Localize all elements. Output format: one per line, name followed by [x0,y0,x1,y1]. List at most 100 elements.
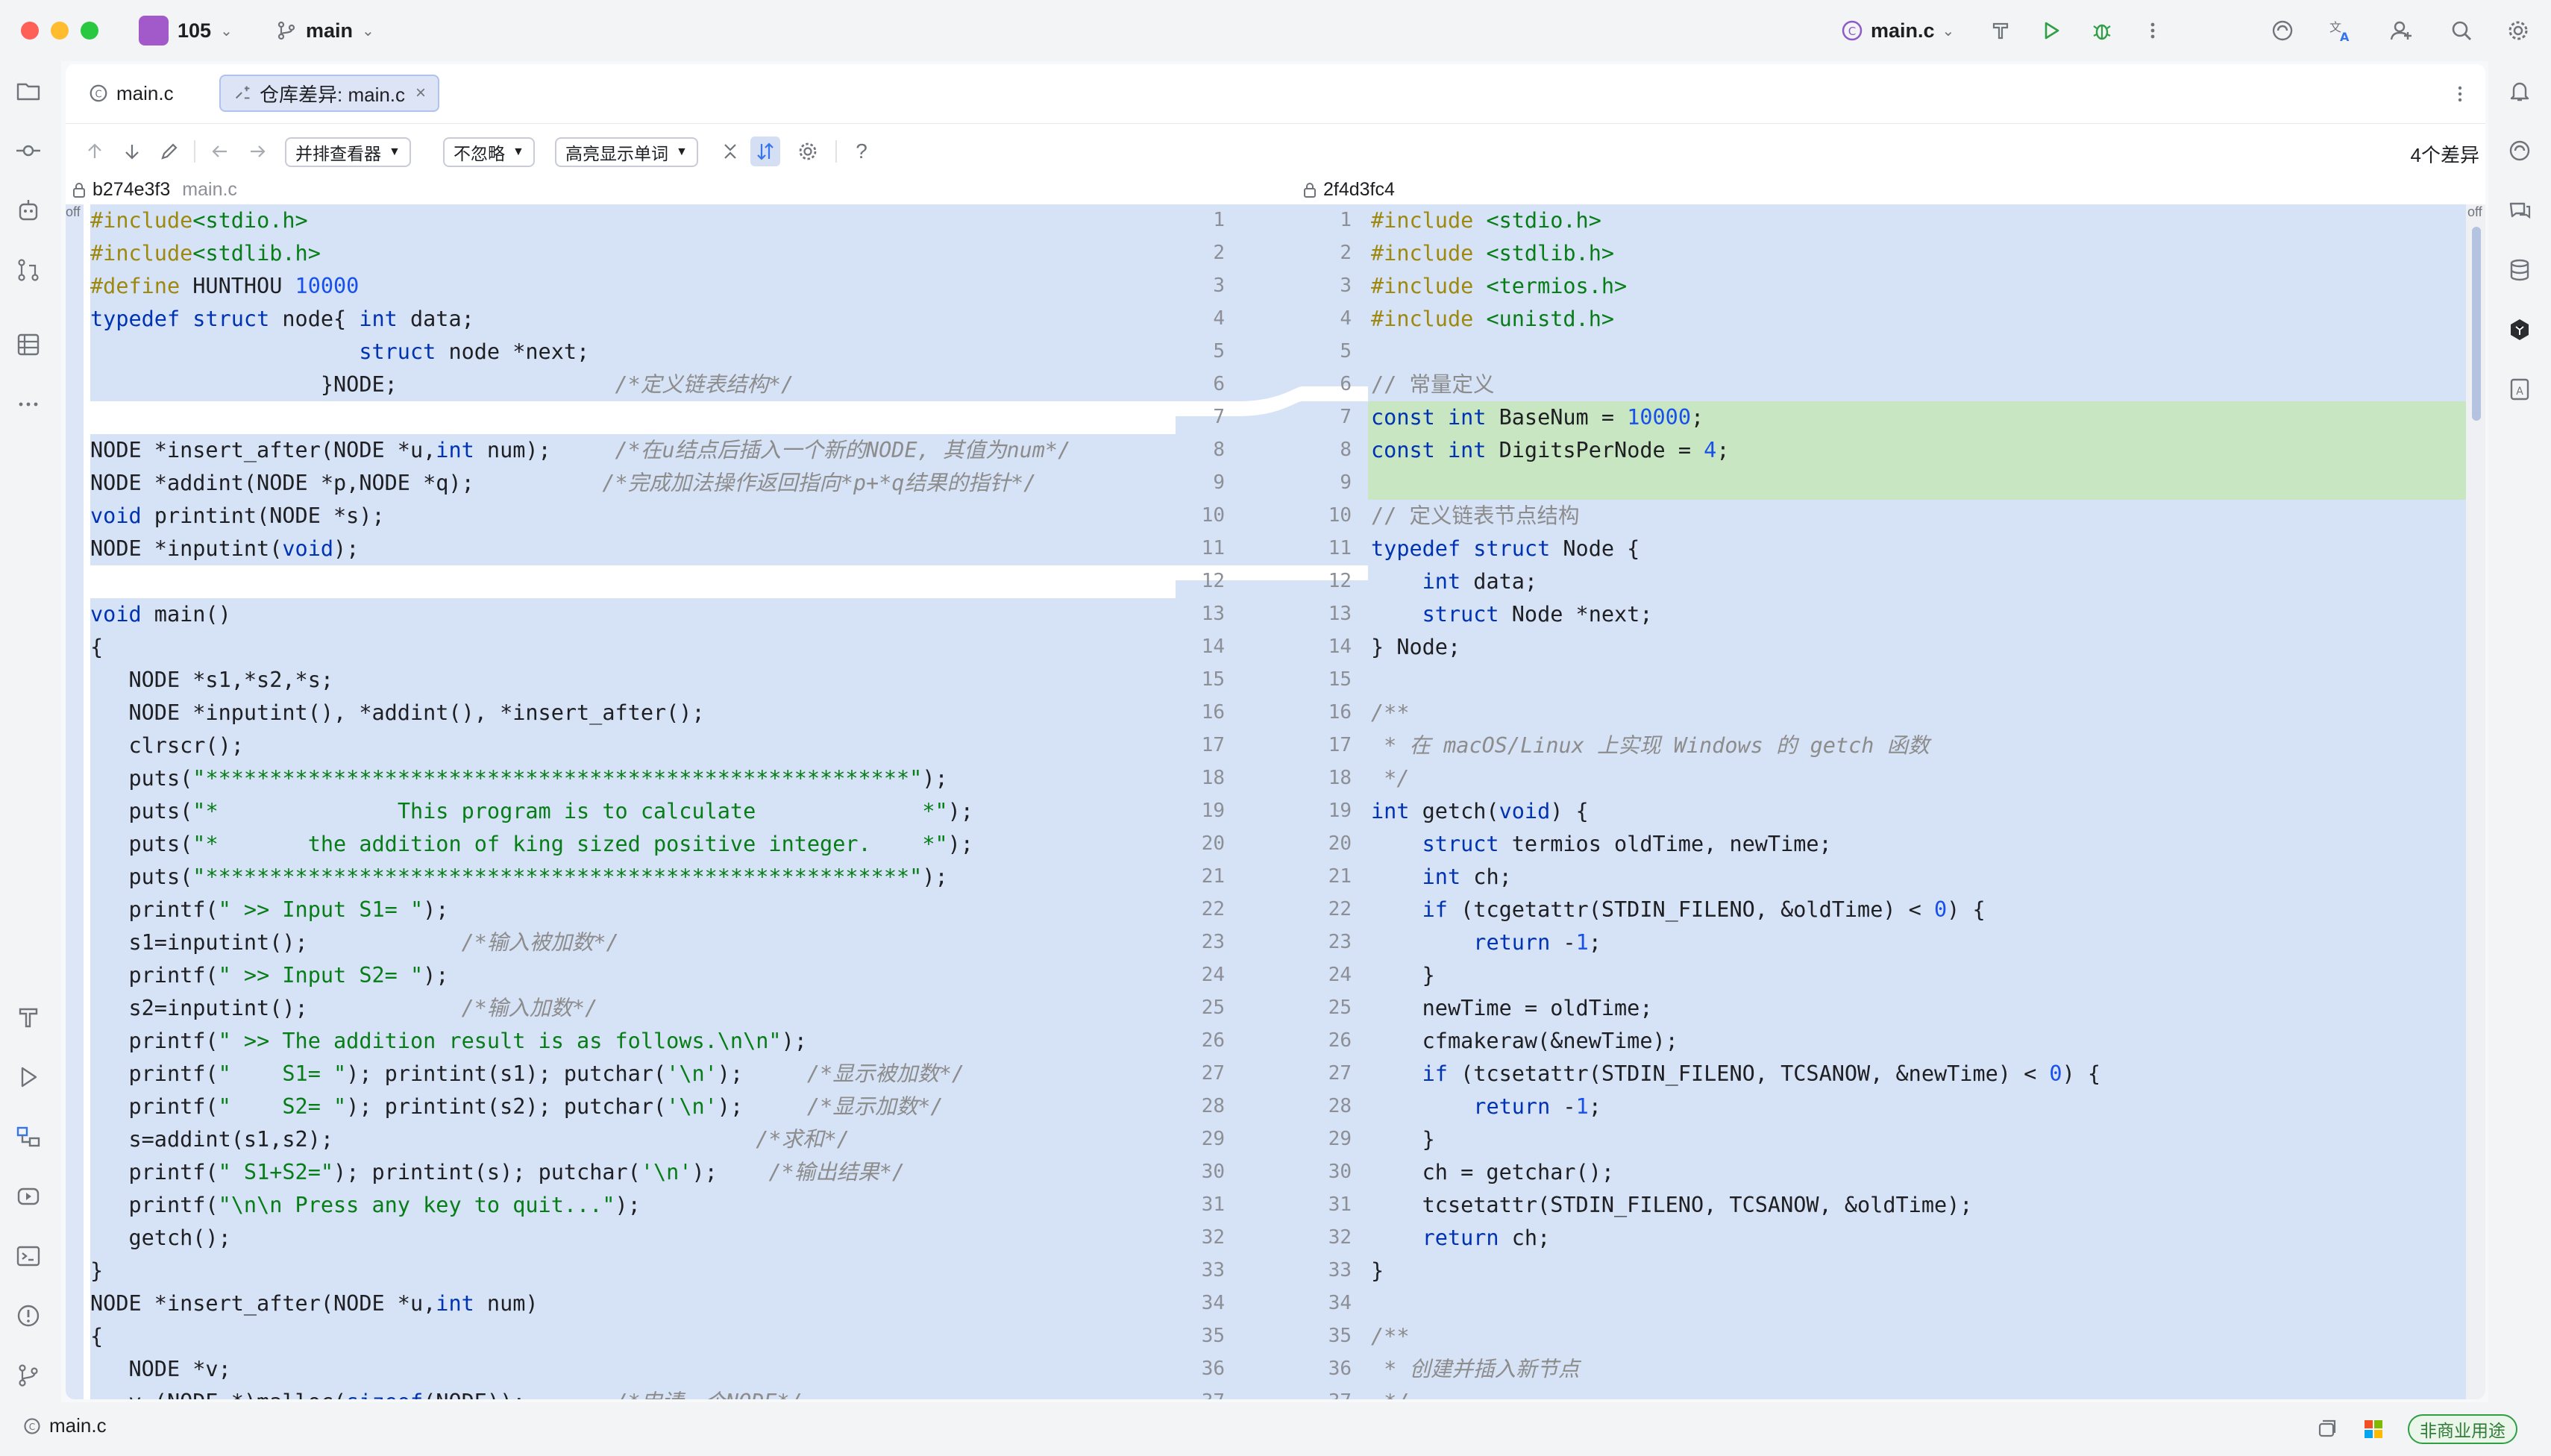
code-text: NODE *inputint(void); [90,536,360,561]
left-line-number: 35 [1201,1325,1225,1347]
edit-pencil-icon[interactable] [157,139,182,164]
left-tool-strip [0,61,61,1404]
highlight-mode-dropdown[interactable]: 高亮显示单词▼ [555,137,698,167]
robot-icon[interactable] [13,195,43,225]
left-line-number: 36 [1201,1358,1225,1380]
build-hammer-icon[interactable] [1986,16,2015,46]
bookmark-panel-icon[interactable]: A [2505,374,2535,404]
git-icon[interactable] [13,1361,43,1390]
build-hammer-icon[interactable] [13,1002,43,1032]
left-line-number: 1 [1213,209,1225,231]
left-code-line [90,565,1176,598]
right-code-line: return -1; [1368,1091,2466,1123]
left-line-number: 17 [1201,734,1225,756]
license-badge[interactable]: 非商业用途 [2408,1414,2517,1444]
right-tool-strip: A [2488,61,2551,1404]
tab-main-c[interactable]: C main.c [76,75,186,112]
left-line-number: 10 [1201,504,1225,527]
debug-panel-icon[interactable] [13,1182,43,1211]
right-scrollbar[interactable]: off [2466,204,2485,1399]
forward-arrow-icon[interactable] [245,139,270,164]
right-line-number: 31 [1328,1193,1352,1216]
inspection-icon[interactable] [2312,1414,2342,1444]
toolbar-separator [835,140,837,163]
services-icon[interactable] [13,1122,43,1152]
left-line-number: 6 [1213,373,1225,395]
code-text: int ch; [1422,865,1512,889]
viewer-mode-dropdown[interactable]: 并排查看器▼ [285,137,411,167]
c-file-icon: C [1842,20,1863,41]
right-code-line: const int DigitsPerNode = 4; [1368,434,2466,467]
code-text: #include <stdio.h> [1371,208,1601,233]
right-off-label: off [2467,204,2482,219]
code-text: * 创建并插入新节点 [1371,1357,1580,1381]
branch-selector[interactable]: main ⌄ [276,16,374,46]
ai-assistant-icon[interactable] [2268,16,2297,46]
left-code-pane[interactable]: off #include<stdio.h>#include<stdlib.h>#… [66,204,1176,1399]
help-button[interactable]: ? [856,139,867,163]
right-line-number: 8 [1340,439,1352,461]
previous-difference-icon[interactable] [82,139,107,164]
problems-icon[interactable] [13,1301,43,1331]
project-folder-icon[interactable] [13,76,43,106]
tab-repo-diff[interactable]: 仓库差异: main.c × [219,75,440,112]
back-arrow-icon[interactable] [207,139,233,164]
right-line-number: 2 [1340,242,1352,264]
left-line-number: 27 [1201,1062,1225,1085]
next-difference-icon[interactable] [119,139,145,164]
code-text: return -1; [1473,1094,1601,1119]
minimize-window-button[interactable] [51,22,69,40]
left-line-number: 15 [1201,668,1225,691]
ai-chat-icon[interactable] [2505,136,2535,166]
ignore-mode-dropdown[interactable]: 不忽略▼ [443,137,535,167]
run-panel-icon[interactable] [13,1062,43,1092]
settings-gear-icon[interactable] [2503,16,2533,46]
database-icon[interactable] [2505,255,2535,285]
notifications-bell-icon[interactable] [2505,76,2535,106]
more-horizontal-icon[interactable] [13,389,43,419]
sync-scroll-toggle-icon[interactable] [750,136,780,166]
right-line-number: 3 [1340,274,1352,297]
diff-settings-gear-icon[interactable] [795,139,820,164]
left-line-number: 34 [1201,1292,1225,1314]
status-file[interactable]: C main.c [22,1414,107,1437]
copilot-chat-icon[interactable] [2505,195,2535,225]
close-window-button[interactable] [21,22,39,40]
tabs-menu-icon[interactable] [2445,79,2475,109]
left-line-number: 22 [1201,898,1225,920]
commit-icon[interactable] [13,136,43,166]
left-line-number: 19 [1201,800,1225,822]
more-vertical-icon[interactable] [2138,16,2168,46]
right-line-number: 14 [1328,636,1352,658]
plugin-logo-icon[interactable] [2505,315,2535,345]
close-tab-icon[interactable]: × [415,83,427,103]
right-code-pane[interactable]: #include <stdio.h>#include <stdlib.h>#in… [1368,204,2466,1399]
right-line-number: 12 [1328,570,1352,592]
left-line-number: 2 [1213,242,1225,264]
debug-icon[interactable] [2087,16,2117,46]
zoom-window-button[interactable] [81,22,98,40]
right-line-number: 24 [1328,964,1352,986]
pull-requests-icon[interactable] [13,255,43,285]
add-user-icon[interactable] [2387,16,2417,46]
code-text: typedef struct Node { [1371,536,1640,561]
code-text: s2=inputint(); /*输入加数*/ [90,996,598,1020]
right-line-number: 17 [1328,734,1352,756]
code-text: } Node; [1371,635,1461,659]
right-code-line: if (tcgetattr(STDIN_FILENO, &oldTime) < … [1368,894,2466,926]
right-line-number: 33 [1328,1259,1352,1281]
search-icon[interactable] [2447,16,2476,46]
structure-icon[interactable] [13,330,43,360]
run-icon[interactable] [2036,16,2066,46]
terminal-icon[interactable] [13,1241,43,1271]
scrollbar-thumb[interactable] [2472,227,2481,421]
collapse-unchanged-icon[interactable] [718,139,743,164]
chevron-down-icon: ⌄ [220,22,233,40]
right-line-number: 9 [1340,471,1352,494]
left-code-line: void main() [90,598,1176,631]
code-text: struct Node *next; [1422,602,1653,627]
project-selector[interactable]: 1 105 ⌄ [139,16,233,46]
run-config-selector[interactable]: C main.c ⌄ [1841,16,1954,46]
left-line-number: 7 [1213,406,1225,428]
